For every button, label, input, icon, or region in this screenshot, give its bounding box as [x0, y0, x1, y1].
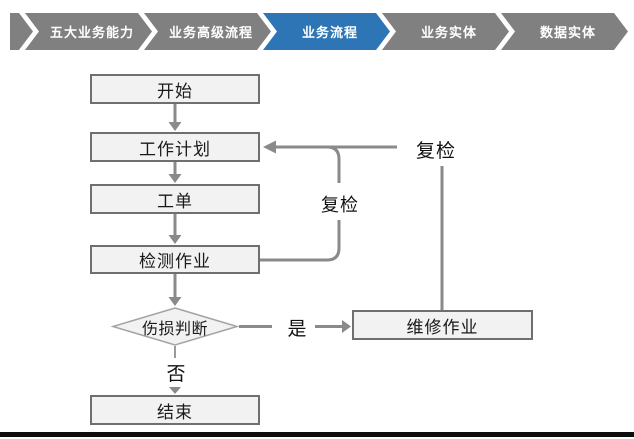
breadcrumb-item-advanced-process[interactable]: 业务高级流程	[144, 13, 271, 50]
breadcrumb-item-business-entity[interactable]: 业务实体	[382, 13, 509, 50]
arrow-down-icon	[168, 235, 182, 244]
node-repair-job: 维修作业	[352, 310, 533, 340]
arrow-down-icon	[168, 174, 182, 183]
arrow-left-icon	[263, 140, 276, 154]
node-end: 结束	[90, 395, 260, 425]
breadcrumb: 五大业务能力 业务高级流程 业务流程 业务实体 数据实体	[10, 13, 628, 50]
node-damage-decision-label: 伤损判断	[141, 321, 208, 338]
edge-label-no: 否	[166, 364, 186, 385]
node-work-order: 工单	[90, 184, 260, 214]
breadcrumb-item-five-capabilities[interactable]: 五大业务能力	[25, 13, 152, 50]
breadcrumb-item-data-entity[interactable]: 数据实体	[501, 13, 628, 50]
node-start: 开始	[90, 74, 260, 104]
edge-label-recheck-repair: 复检	[415, 141, 456, 162]
arrow-down-icon	[169, 387, 181, 394]
arrow-down-icon	[168, 122, 182, 131]
breadcrumb-item-business-process[interactable]: 业务流程	[263, 13, 390, 50]
bottom-edge-bar	[0, 432, 634, 437]
arrow-right-icon	[342, 320, 351, 333]
edge-label-yes: 是	[287, 319, 307, 340]
edge-label-recheck-loop: 复检	[321, 195, 359, 215]
node-inspection-job: 检测作业	[90, 245, 260, 274]
arrow-down-icon	[168, 297, 182, 306]
node-work-plan: 工作计划	[90, 132, 260, 162]
